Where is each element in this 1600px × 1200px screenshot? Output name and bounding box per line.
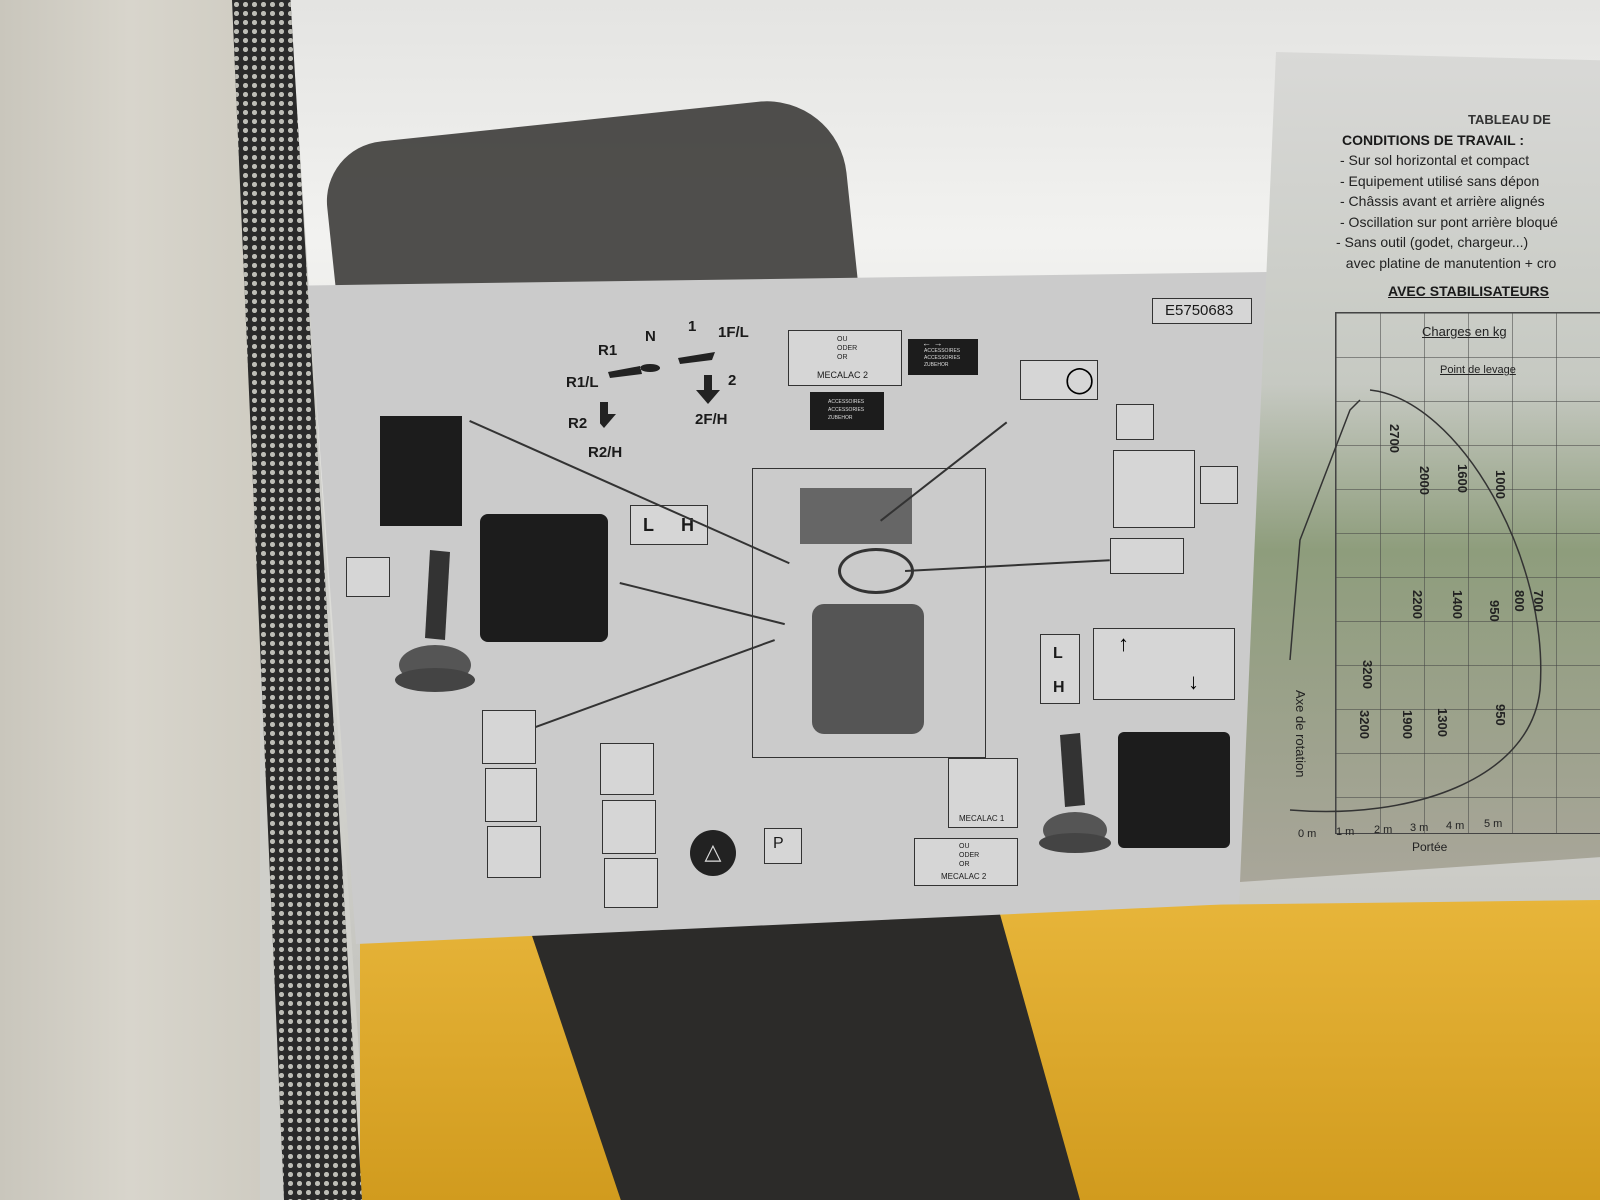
acc-line: ACCESSORIES — [828, 407, 865, 413]
horn-icon — [346, 557, 390, 597]
boom-up-down-icon — [485, 768, 537, 822]
charges-label: Charges en kg — [1422, 324, 1507, 339]
range-switch-2: L H — [1040, 634, 1080, 704]
parking-letter: P — [773, 835, 784, 852]
gear-n: N — [645, 328, 656, 345]
condition-item: - Equipement utilisé sans dépon — [1340, 173, 1540, 189]
x-tick: 4 m — [1446, 820, 1465, 832]
gear-r1: R1 — [598, 342, 618, 359]
steering-mode-icon: ↑ ↓ — [1093, 628, 1235, 700]
or-text: OU ODER OR — [959, 843, 980, 868]
x-tick: 3 m — [1410, 822, 1429, 834]
joystick-left-icon — [395, 550, 475, 692]
parking-brake-icon: P — [764, 828, 802, 864]
headlight-icon — [1110, 538, 1184, 574]
bucket-icon — [380, 416, 462, 526]
joystick-right-icon — [1039, 733, 1111, 853]
load-value: 1300 — [1435, 708, 1450, 737]
load-value: 1000 — [1493, 470, 1508, 499]
mecalac1-label: MECALAC 1 — [959, 814, 1005, 823]
rotation-axis-label: Axe de rotation — [1293, 690, 1308, 778]
condition-item: - Oscillation sur pont arrière bloqué — [1340, 214, 1558, 230]
gear-2f-h: 2F/H — [695, 411, 728, 428]
mecalac2-mode-box: OU ODER OR MECALAC 2 — [788, 330, 902, 386]
condition-item: avec platine de manutention + cro — [1338, 255, 1557, 271]
arrow-up-icon: ↑ — [1118, 631, 1129, 656]
load-value: 950 — [1487, 600, 1502, 622]
condition-item: - Sans outil (godet, chargeur...) — [1336, 234, 1529, 250]
load-value: 2200 — [1410, 590, 1425, 619]
mecalac2-label: MECALAC 2 — [941, 872, 987, 881]
x-tick: 5 m — [1484, 818, 1503, 830]
load-chart-grid — [1335, 312, 1600, 834]
steering-wheel-icon — [838, 548, 914, 594]
joystick-pattern-left-icon — [480, 514, 608, 642]
conditions-title: CONDITIONS DE TRAVAIL : — [1342, 132, 1524, 148]
condition-item: - Châssis avant et arrière alignés — [1340, 193, 1545, 209]
acc-line: ACCESSOIRES — [924, 348, 961, 354]
gear-1: 1 — [688, 318, 697, 335]
acc-line: ACCESSORIES — [924, 355, 961, 361]
cab-plan-outline — [752, 468, 986, 758]
arrows-left-right-icon: ← → — [922, 338, 943, 348]
load-value: 1900 — [1400, 710, 1415, 739]
gear-2: 2 — [728, 372, 737, 389]
load-value: 2000 — [1417, 466, 1432, 495]
brake-icon: ◯ — [1065, 364, 1095, 394]
mecalac1-mode-box: MECALAC 1 — [948, 758, 1018, 828]
x-tick: 2 m — [1374, 824, 1393, 836]
joystick-pattern-right-icon — [1118, 732, 1230, 848]
low-range: L — [1053, 645, 1063, 662]
acc-line: ACCESSOIRES — [828, 399, 865, 405]
mecalac2-mode-box-bottom: OU ODER OR MECALAC 2 — [914, 838, 1018, 886]
accessories-vertical-box: ACCESSOIRES ACCESSORIES ZUBEHOR — [810, 392, 884, 430]
acc-line: ZUBEHOR — [924, 362, 949, 368]
part-number-box: E5750683 — [1152, 298, 1252, 324]
load-envelope-curve — [1289, 389, 1542, 813]
load-chart-subtitle: AVEC STABILISATEURS — [1388, 283, 1550, 299]
x-tick: 1 m — [1336, 826, 1355, 838]
stabilizer-up-down-icon — [602, 800, 656, 854]
boom-float-icon — [482, 710, 536, 764]
arrow-down-icon: ↓ — [1188, 669, 1199, 694]
gear-r2-h: R2/H — [588, 444, 623, 461]
seat-shadow — [520, 900, 1080, 1200]
horn-icon — [1200, 466, 1238, 504]
condition-item: - Sur sol horizontal et compact — [1340, 152, 1530, 168]
steering-column-icon — [1116, 404, 1154, 440]
x-tick: 0 m — [1298, 828, 1317, 840]
boom-lock-icon — [487, 826, 541, 878]
x-axis-label: Portée — [1412, 840, 1448, 854]
seat-icon — [812, 604, 924, 734]
gear-r2: R2 — [568, 415, 588, 432]
gear-1f-l: 1F/L — [718, 324, 749, 341]
dashboard-icon — [800, 488, 912, 544]
range-switch: L H — [630, 505, 708, 545]
gear-r1-l: R1/L — [566, 374, 599, 391]
cab-pillar — [0, 0, 260, 1200]
acc-line: ZUBEHOR — [828, 415, 853, 421]
high-range: H — [1053, 679, 1065, 696]
lift-point-label: Point de levage — [1440, 364, 1516, 376]
part-number: E5750683 — [1165, 302, 1234, 319]
load-value: 2700 — [1387, 424, 1402, 453]
accessories-horizontal-box: ← → ACCESSOIRES ACCESSORIES ZUBEHOR — [908, 339, 978, 375]
brake-icon-box: ◯ — [1020, 360, 1098, 400]
load-chart-title: TABLEAU DE — [1468, 112, 1551, 127]
stabilizer-lock-icon — [604, 858, 658, 908]
load-value: 3200 — [1357, 710, 1372, 739]
hazard-warning-icon: △ — [690, 830, 736, 876]
gear-selector-icon — [600, 352, 720, 428]
load-value: 800 — [1512, 590, 1527, 612]
load-value: 3200 — [1360, 660, 1375, 689]
mecalac2-label: MECALAC 2 — [817, 370, 869, 380]
low-range: L — [643, 515, 654, 535]
load-value: 1400 — [1450, 590, 1465, 619]
stabilizer-float-icon — [600, 743, 654, 795]
load-value: 700 — [1531, 590, 1546, 612]
lights-icon-box — [1113, 450, 1195, 528]
load-value: 1600 — [1455, 464, 1470, 493]
or-text: OU ODER OR — [837, 336, 858, 361]
load-value: 950 — [1493, 704, 1508, 726]
